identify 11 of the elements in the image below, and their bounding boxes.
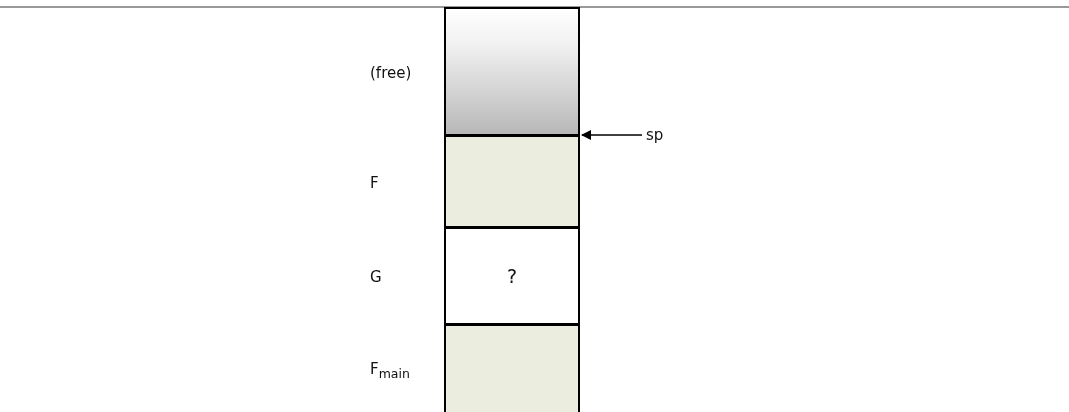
stack-frame — [444, 324, 580, 412]
frame-value: ? — [506, 265, 518, 287]
stack-frame — [444, 135, 580, 228]
frame-label: (free) — [370, 64, 412, 82]
frame-label: G — [370, 268, 382, 286]
frame-label: F — [370, 174, 379, 192]
frame-label: F$_{main}$ — [370, 360, 410, 381]
arrow — [580, 129, 643, 141]
pointer-label: sp — [646, 124, 676, 146]
stack-frame — [444, 227, 580, 325]
free-space-block — [444, 7, 580, 136]
